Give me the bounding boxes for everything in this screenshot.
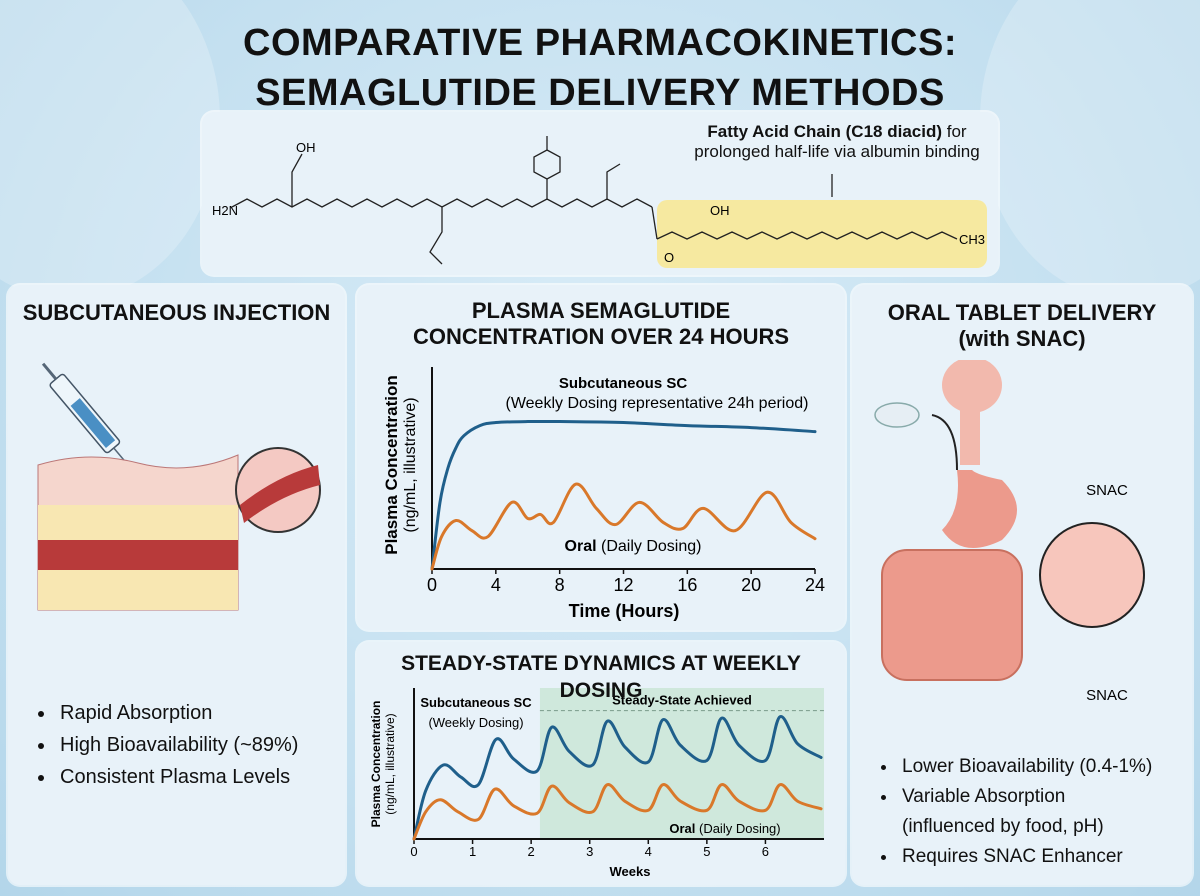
x-axis-label: Time (Hours) bbox=[569, 601, 680, 621]
x-tick-label: 20 bbox=[741, 575, 761, 595]
bullet-text: Variable Absorption bbox=[902, 786, 1066, 807]
bullet-item: Requires SNAC Enhancer bbox=[898, 842, 1152, 872]
atom-methyl: CH3 bbox=[959, 232, 985, 247]
chart-weekly-panel: Plasma Concentration (ng/mL, illustrativ… bbox=[357, 642, 845, 885]
x-tick-label: 2 bbox=[528, 844, 535, 859]
oral-label: Oral bbox=[565, 538, 597, 555]
blood-vessel bbox=[240, 465, 320, 523]
molecule-panel: H2N OH OH O CH3 Fatty Acid Chain (C18 di… bbox=[202, 112, 998, 275]
series-label-sc: Subcutaneous SC bbox=[420, 695, 532, 710]
semaglutide-structure: H2N OH OH O CH3 bbox=[212, 136, 987, 268]
subcutaneous-title: SUBCUTANEOUS INJECTION bbox=[22, 300, 331, 325]
fatty-acid-annotation: Fatty Acid Chain (C18 diacid) for prolon… bbox=[682, 122, 992, 162]
y-axis-sublabel: (ng/mL, illustrative) bbox=[383, 713, 397, 814]
oral-title-line1: ORAL TABLET DELIVERY bbox=[887, 300, 1157, 325]
x-tick-label: 6 bbox=[762, 844, 769, 859]
atom-ester-o: O bbox=[664, 250, 674, 265]
x-tick-label: 4 bbox=[491, 575, 501, 595]
bullet-item: Variable Absorption (influenced by food, … bbox=[898, 782, 1152, 842]
page-title-line1: COMPARATIVE PHARMACOKINETICS: bbox=[243, 22, 957, 64]
x-tick-label: 4 bbox=[645, 844, 652, 859]
x-axis-label: Weeks bbox=[610, 864, 651, 879]
oral-panel: SNAC SNAC ORAL TABLET DELIVERY (with SNA… bbox=[852, 285, 1192, 885]
oral-sublabel: (Daily Dosing) bbox=[601, 538, 701, 555]
oral-title-line2: (with SNAC) bbox=[958, 326, 1086, 351]
series-sublabel-sc: (Weekly Dosing representative 24h period… bbox=[506, 395, 809, 412]
series-label-oral: Oral (Daily Dosing) bbox=[669, 821, 780, 836]
bullet-item: Lower Bioavailability (0.4-1%) bbox=[898, 752, 1152, 782]
esophagus bbox=[960, 405, 980, 465]
bond bbox=[606, 163, 621, 199]
series-label-oral: Oral (Daily Dosing) bbox=[565, 538, 702, 555]
x-tick-label: 24 bbox=[805, 575, 825, 595]
skin-cross-section bbox=[37, 454, 239, 611]
annotation-line2: prolonged half-life via albumin binding bbox=[694, 142, 980, 161]
x-tick-label: 8 bbox=[555, 575, 565, 595]
peptide-backbone bbox=[231, 198, 653, 208]
y-axis-label: Plasma Concentration bbox=[369, 701, 383, 828]
atom-amine: H2N bbox=[212, 203, 238, 218]
snac-label-top: SNAC bbox=[1086, 482, 1128, 499]
series-line-oral bbox=[430, 482, 817, 571]
fatty-acid-chain bbox=[656, 231, 958, 240]
bullet-item: Rapid Absorption bbox=[56, 697, 298, 729]
atom-hydroxyl: OH bbox=[296, 140, 316, 155]
chart-24h: Plasma Concentration (ng/mL, illustrativ… bbox=[382, 367, 825, 621]
oral-bullets: Lower Bioavailability (0.4-1%) Variable … bbox=[872, 752, 1152, 872]
x-tick-label: 16 bbox=[677, 575, 697, 595]
fatty-acid-highlight bbox=[657, 200, 987, 268]
tablet-icon bbox=[874, 402, 920, 428]
head-icon bbox=[942, 360, 1002, 413]
x-tick-label: 1 bbox=[469, 844, 476, 859]
skin-injection-illustration bbox=[37, 362, 321, 611]
steady-state-region bbox=[539, 688, 824, 839]
bullet-text-cont: (influenced by food, pH) bbox=[902, 816, 1104, 837]
chart-24h-panel: Plasma Concentration (ng/mL, illustrativ… bbox=[357, 285, 845, 630]
y-axis-sublabel: (ng/mL, illustrative) bbox=[402, 397, 419, 532]
phenyl-ring bbox=[533, 149, 561, 180]
x-tick-label: 5 bbox=[703, 844, 710, 859]
x-tick-label: 3 bbox=[586, 844, 593, 859]
steady-state-annotation: Steady-State Achieved bbox=[612, 693, 752, 708]
bond bbox=[651, 206, 658, 240]
bullet-item: Consistent Plasma Levels bbox=[56, 761, 298, 793]
x-tick-label: 0 bbox=[410, 844, 417, 859]
annotation-bold: Fatty Acid Chain (C18 diacid) bbox=[707, 122, 942, 141]
villi-zoom bbox=[1039, 522, 1145, 628]
snac-label-bottom: SNAC bbox=[1086, 687, 1128, 700]
chart-weekly: Plasma Concentration (ng/mL, illustrativ… bbox=[369, 688, 824, 879]
stomach-icon bbox=[942, 470, 1017, 548]
x-tick-label: 0 bbox=[427, 575, 437, 595]
annotation-rest: for bbox=[942, 122, 967, 141]
series-label-sc: Subcutaneous SC bbox=[559, 375, 688, 392]
bullet-item: High Bioavailability (~89%) bbox=[56, 729, 298, 761]
series-sublabel-sc: (Weekly Dosing) bbox=[428, 715, 523, 730]
x-tick-label: 12 bbox=[613, 575, 633, 595]
gi-tract-illustration: SNAC SNAC bbox=[874, 360, 1145, 700]
page-title-line2: SEMAGLUTIDE DELIVERY METHODS bbox=[255, 72, 945, 114]
arrow-icon bbox=[931, 414, 958, 471]
side-chains bbox=[291, 153, 303, 207]
atom-acid-oh: OH bbox=[710, 203, 730, 218]
bond bbox=[429, 207, 443, 265]
intestine-icon bbox=[881, 549, 1023, 681]
subcutaneous-panel: SUBCUTANEOUS INJECTION Rapid Absorption … bbox=[8, 285, 345, 885]
y-axis-label: Plasma Concentration bbox=[382, 375, 401, 555]
subcutaneous-bullets: Rapid Absorption High Bioavailability (~… bbox=[30, 697, 298, 793]
